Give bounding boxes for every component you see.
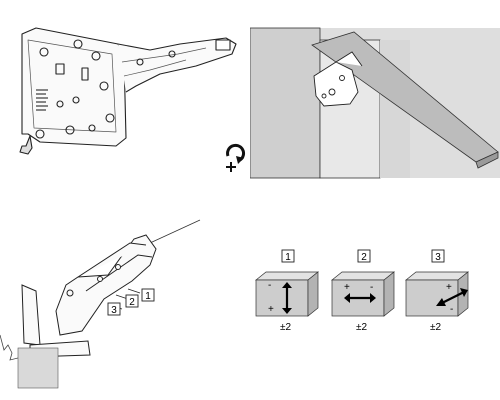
cabinet-installation-drawing [250,0,500,180]
svg-text:-: - [370,282,373,293]
svg-text:2: 2 [129,297,135,308]
svg-text:-: - [268,280,271,291]
cube-vertical: 1 - + ±2 [255,249,319,333]
svg-text:±2: ±2 [280,322,291,333]
svg-text:3: 3 [111,305,117,316]
cube-horizontal: 2 + - ±2 [331,249,395,333]
rotate-plus-icon [222,140,248,174]
svg-text:3: 3 [435,252,441,263]
callout-3: 3 [107,302,121,316]
svg-text:2: 2 [361,252,367,263]
adjustment-closeup-drawing: 1 2 3 [0,215,230,400]
svg-text:1: 1 [285,252,291,263]
svg-text:+: + [344,282,350,293]
adjustment-directions-diagram: 1 - + ±2 2 + - ±2 3 [240,240,500,340]
svg-text:+: + [446,282,452,293]
svg-text:-: - [450,304,453,315]
svg-text:1: 1 [145,291,151,302]
callout-1: 1 [141,288,155,302]
svg-text:±2: ±2 [356,322,367,333]
callout-2: 2 [125,294,139,308]
svg-text:±2: ±2 [430,322,441,333]
lift-mechanism-drawing [0,0,250,180]
svg-text:+: + [268,304,274,315]
cube-depth: 3 + - ±2 [405,249,469,333]
